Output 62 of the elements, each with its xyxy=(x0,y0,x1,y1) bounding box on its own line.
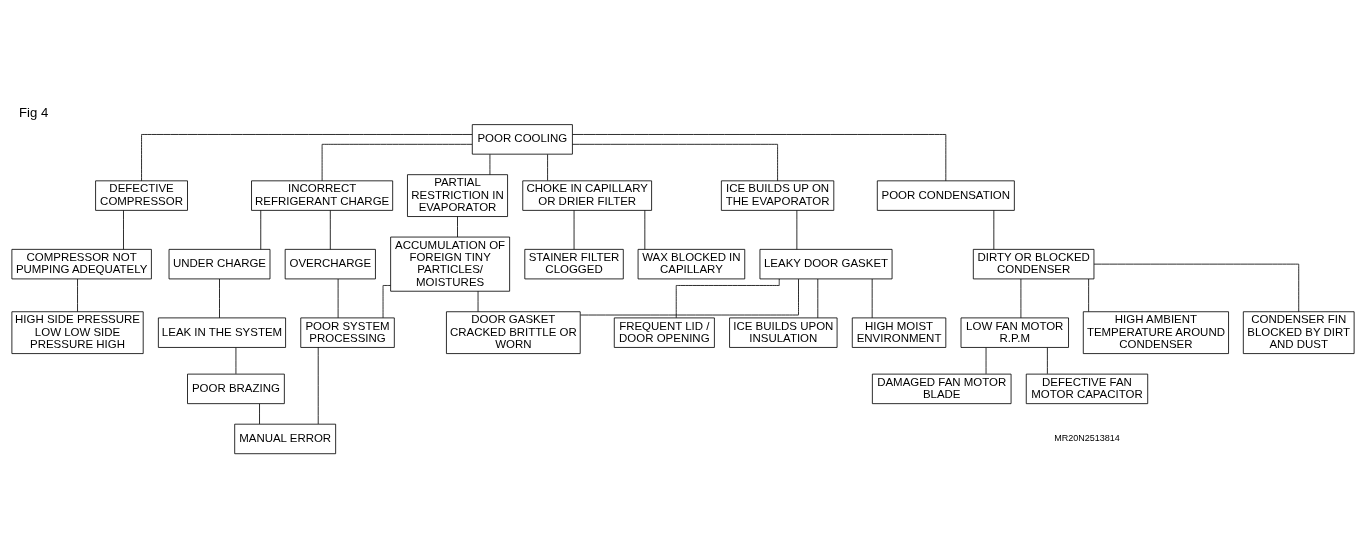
connector xyxy=(457,215,458,237)
connector xyxy=(329,209,331,250)
node-box: DAMAGED FAN MOTOR BLADE xyxy=(871,373,1012,404)
connector xyxy=(817,278,819,318)
node-box: DIRTY OR BLOCKED CONDENSER xyxy=(972,248,1095,279)
label: MR20N2513814 xyxy=(1054,432,1120,443)
node-box: INCORRECT REFRIGERANT CHARGE xyxy=(251,179,394,211)
connector xyxy=(572,133,947,181)
node-box: COMPRESSOR NOT PUMPING ADEQUATELY xyxy=(11,248,152,279)
connector xyxy=(580,278,799,315)
connector xyxy=(337,278,339,318)
connector xyxy=(123,209,124,250)
node-box: DOOR GASKET CRACKED BRITTLE OR WORN xyxy=(446,310,581,354)
connector xyxy=(260,209,262,250)
connector xyxy=(235,346,237,374)
connector xyxy=(1020,278,1022,318)
connector xyxy=(675,278,780,318)
node-box: POOR BRAZING xyxy=(187,373,285,404)
node-box: HIGH AMBIENT TEMPERATURE AROUND CONDENSER xyxy=(1082,310,1229,354)
node-box: MANUAL ERROR xyxy=(234,423,337,454)
connector xyxy=(317,346,319,424)
connector xyxy=(477,290,479,312)
node-box: ACCUMULATION OF FOREIGN TINY PARTICLES/ MOISTURES xyxy=(390,236,511,292)
node-box: POOR CONDENSATION xyxy=(876,179,1015,211)
connector xyxy=(993,209,995,250)
connector xyxy=(259,403,260,424)
connector xyxy=(796,209,798,250)
node-box: CHOKE IN CAPILLARY OR DRIER FILTER xyxy=(522,179,652,211)
node-box: POOR COOLING xyxy=(471,123,573,155)
node-box: LEAK IN THE SYSTEM xyxy=(157,316,286,348)
node-box: DEFECTIVE COMPRESSOR xyxy=(95,179,188,211)
node-box: DEFECTIVE FAN MOTOR CAPACITOR xyxy=(1025,373,1149,404)
connector xyxy=(644,209,646,250)
node-box: CONDENSER FIN BLOCKED BY DIRT AND DUST xyxy=(1242,310,1355,354)
connector xyxy=(547,153,548,181)
connector xyxy=(77,278,78,312)
node-box: PARTIAL RESTRICTION IN EVAPORATOR xyxy=(407,173,508,217)
node-box: ICE BUILDS UP ON THE EVAPORATOR xyxy=(720,179,835,211)
node-box: UNDER CHARGE xyxy=(168,248,271,279)
connector xyxy=(573,209,575,250)
connector xyxy=(489,153,491,175)
node-box: HIGH MOIST ENVIRONMENT xyxy=(851,316,947,348)
connector xyxy=(382,284,391,318)
node-box: FREQUENT LID / DOOR OPENING xyxy=(613,316,715,348)
node-box: ICE BUILDS UPON INSULATION xyxy=(729,316,838,348)
node-box: OVERCHARGE xyxy=(284,248,376,279)
connector xyxy=(1088,278,1090,312)
diagram-title: Fig 4 xyxy=(19,104,49,120)
connector xyxy=(572,143,778,181)
connector xyxy=(321,143,473,181)
connector xyxy=(871,278,873,318)
node-box: WAX BLOCKED IN CAPILLARY xyxy=(637,248,746,279)
connector xyxy=(1047,346,1048,374)
connector xyxy=(985,346,987,374)
node-box: STAINER FILTER CLOGGED xyxy=(524,248,624,279)
node-box: HIGH SIDE PRESSURE LOW LOW SIDE PRESSURE HIGH xyxy=(11,310,144,354)
connector xyxy=(1093,263,1300,312)
connector xyxy=(141,133,473,181)
connector xyxy=(219,278,220,318)
node-box: LOW FAN MOTOR R.P.M xyxy=(960,316,1069,348)
node-box: POOR SYSTEM PROCESSING xyxy=(300,316,395,348)
node-box: LEAKY DOOR GASKET xyxy=(759,248,893,279)
